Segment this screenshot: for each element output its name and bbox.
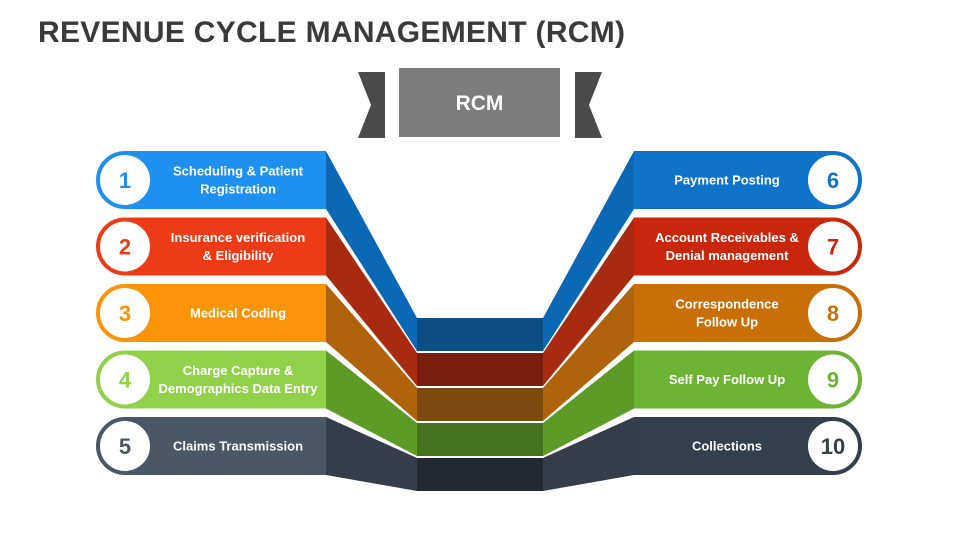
step-label: Self Pay Follow Up <box>669 372 785 387</box>
step-7: 7 Account Receivables & Denial management <box>634 217 862 276</box>
banner-left-ribbon <box>358 72 385 138</box>
step-number: 9 <box>827 368 839 393</box>
step-2: 2 Insurance verification & Eligibility <box>96 217 326 276</box>
step-number-badge <box>96 284 154 342</box>
step-number-badge <box>96 417 154 475</box>
step-number: 1 <box>119 168 131 193</box>
step-6: 6 Payment Posting <box>634 151 862 209</box>
banner-right-ribbon <box>575 72 602 138</box>
step-number: 2 <box>119 235 131 260</box>
page-title: REVENUE CYCLE MANAGEMENT (RCM) <box>38 16 626 49</box>
left-wedge-1 <box>326 151 417 351</box>
step-5: 5 Claims Transmission <box>96 417 326 475</box>
step-band <box>634 284 835 342</box>
funnel-trough <box>417 318 543 491</box>
step-band <box>125 284 326 342</box>
trough-segment-3 <box>417 388 543 421</box>
step-number-badge <box>804 417 862 475</box>
step-band <box>634 151 835 209</box>
trough-segment-2 <box>417 353 543 386</box>
step-band <box>634 350 835 409</box>
trough-segment-5 <box>417 458 543 491</box>
step-band <box>125 217 326 276</box>
step-number: 8 <box>827 301 839 326</box>
step-number: 5 <box>119 434 131 459</box>
rcm-banner: RCM <box>358 68 602 138</box>
step-number: 4 <box>119 368 132 393</box>
step-number: 6 <box>827 168 839 193</box>
left-wedge-3 <box>326 284 417 421</box>
trough-segment-1 <box>417 318 543 351</box>
step-number-badge <box>804 217 862 276</box>
step-10: 10 Collections <box>634 417 862 475</box>
right-wedge-10 <box>543 417 634 491</box>
banner-center-box <box>399 68 560 137</box>
step-9: 9 Self Pay Follow Up <box>634 350 862 409</box>
right-wedge-7 <box>543 217 634 386</box>
step-number: 10 <box>821 434 845 459</box>
step-number-badge <box>96 217 154 276</box>
step-number-badge <box>804 350 862 409</box>
step-band <box>125 151 326 209</box>
step-label: Registration <box>200 182 276 197</box>
step-label: Scheduling & Patient <box>173 164 304 179</box>
step-number-badge <box>96 350 154 409</box>
step-band <box>125 350 326 409</box>
step-number: 3 <box>119 301 131 326</box>
step-4: 4 Charge Capture & Demographics Data Entry <box>96 350 326 409</box>
left-wedge-5 <box>326 417 417 491</box>
step-number-badge <box>96 151 154 209</box>
step-label: Claims Transmission <box>173 439 303 454</box>
trough-segment-4 <box>417 423 543 456</box>
right-wedge-8 <box>543 284 634 421</box>
step-label: Medical Coding <box>190 306 286 321</box>
step-label: Demographics Data Entry <box>159 381 319 396</box>
step-label: Follow Up <box>696 315 758 330</box>
step-number-badge <box>804 284 862 342</box>
step-label: Correspondence <box>675 297 778 312</box>
step-band <box>125 417 326 475</box>
left-wedge-2 <box>326 217 417 386</box>
step-band <box>634 217 835 276</box>
step-label: Account Receivables & <box>655 230 799 245</box>
step-label: Insurance verification <box>171 230 305 245</box>
step-band <box>634 417 835 475</box>
step-label: Denial management <box>666 248 789 263</box>
left-wedge-4 <box>326 350 417 456</box>
right-wedge-9 <box>543 350 634 456</box>
step-number: 7 <box>827 235 839 260</box>
banner-label: RCM <box>456 92 504 115</box>
step-number-badge <box>804 151 862 209</box>
step-label: Collections <box>692 439 762 454</box>
step-label: & Eligibility <box>203 248 275 263</box>
step-3: 3 Medical Coding <box>96 284 326 342</box>
step-label: Payment Posting <box>674 173 780 188</box>
right-wedge-6 <box>543 151 634 351</box>
step-label: Charge Capture & <box>183 363 294 378</box>
